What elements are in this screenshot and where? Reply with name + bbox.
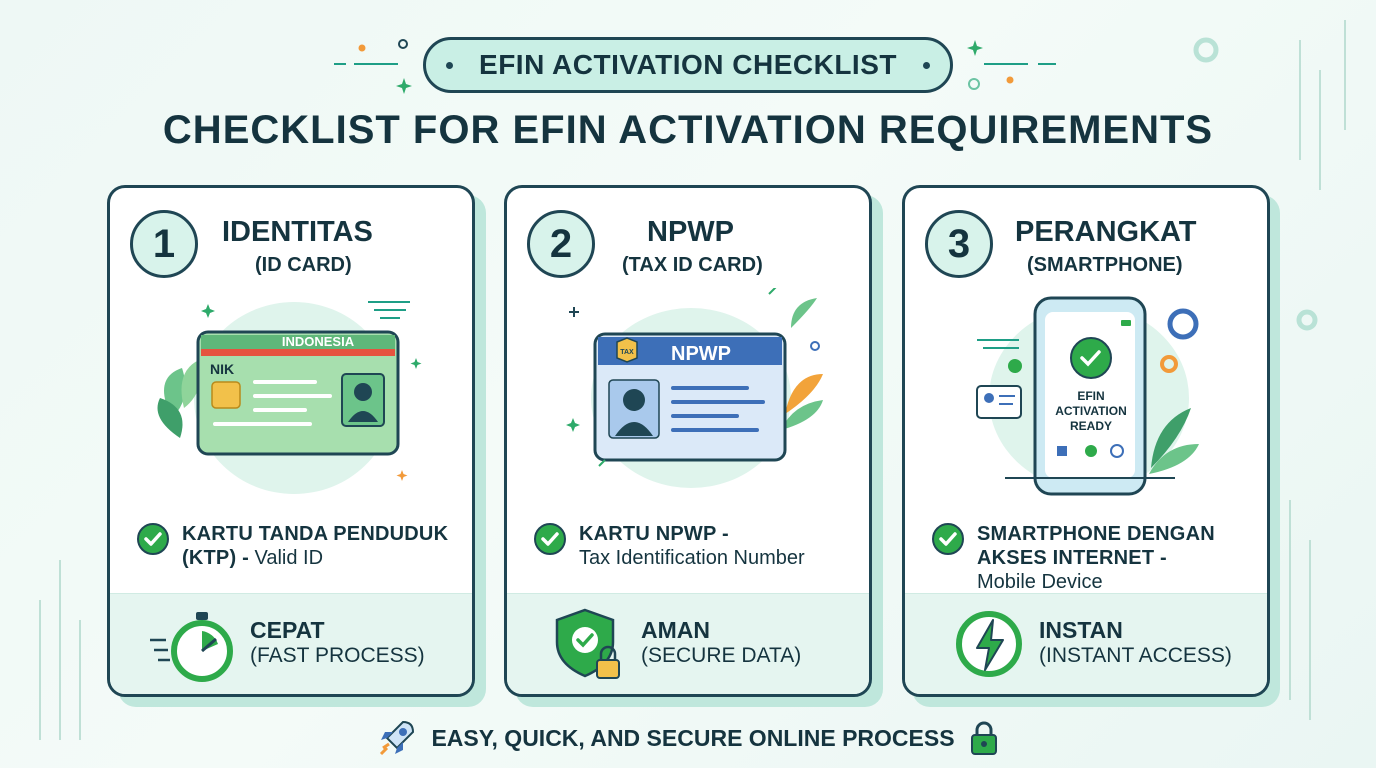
- card-subheading: (ID CARD): [255, 254, 352, 276]
- stopwatch-icon: [150, 612, 233, 682]
- footer-tagline: EASY, QUICK, AND SECURE ONLINE PROCESS: [0, 720, 1376, 756]
- requirement-card-npwp: 2 NPWP (TAX ID CARD) TAX NPWP KARTU NPWP…: [504, 185, 872, 697]
- benefit-title: AMAN: [641, 617, 710, 643]
- benefit-title: INSTAN: [1039, 617, 1123, 643]
- benefit-panel: AMAN (SECURE DATA): [507, 593, 869, 694]
- check-text: Valid ID: [254, 547, 324, 569]
- shield-lock-icon: [555, 608, 620, 679]
- benefit-panel: CEPAT (FAST PROCESS): [110, 593, 472, 694]
- requirement-check: SMARTPHONE DENGAN AKSES INTERNET - Mobil…: [931, 518, 1251, 598]
- badge-dot-right: [923, 62, 930, 69]
- step-number: 3: [925, 210, 993, 278]
- benefit-subtitle: (INSTANT ACCESS): [1039, 644, 1232, 667]
- id-card-illustration: INDONESIA NIK: [157, 301, 422, 494]
- tax-card-illustration: TAX NPWP: [566, 288, 823, 488]
- page-title: CHECKLIST FOR EFIN ACTIVATION REQUIREMEN…: [162, 108, 1214, 152]
- id-card-country: INDONESIA: [282, 334, 355, 349]
- check-bold-text: KARTU TANDA PENDUDUK: [182, 523, 449, 545]
- card-subheading: (SMARTPHONE): [1027, 254, 1183, 276]
- rocket-icon: [380, 720, 415, 756]
- gear-icon: [1167, 308, 1199, 340]
- badge-dot-left: [446, 62, 453, 69]
- step-number: 1: [130, 210, 198, 278]
- requirement-check: KARTU TANDA PENDUDUK (KTP) - Valid ID: [136, 518, 456, 598]
- check-icon: [932, 523, 964, 555]
- check-text: Mobile Device: [977, 571, 1103, 593]
- id-card-field: NIK: [210, 361, 234, 377]
- requirement-check: KARTU NPWP - Tax Identification Number: [533, 518, 853, 598]
- check-bold-text: SMARTPHONE DENGAN: [977, 523, 1215, 545]
- requirement-card-identitas: 1 IDENTITAS (ID CARD) INDONESIA NIK KART…: [107, 185, 475, 697]
- requirement-card-perangkat: 3 PERANGKAT (SMARTPHONE) EFIN ACTIVATION…: [902, 185, 1270, 697]
- check-bold-text: KARTU NPWP -: [579, 523, 729, 545]
- header-badge: EFIN ACTIVATION CHECKLIST: [423, 37, 953, 93]
- card-subheading: (TAX ID CARD): [622, 254, 763, 276]
- step-number: 2: [527, 210, 595, 278]
- lightning-icon: [956, 611, 1022, 677]
- card-heading: NPWP: [647, 216, 734, 248]
- smartphone-illustration: EFIN ACTIVATION READY: [976, 296, 1199, 496]
- badge-label: EFIN ACTIVATION CHECKLIST: [479, 49, 897, 80]
- check-bold-text-2: AKSES INTERNET -: [977, 547, 1167, 569]
- check-icon: [534, 523, 566, 555]
- padlock-icon: [970, 721, 997, 755]
- phone-text-line-1: EFIN: [1077, 389, 1104, 403]
- benefit-title: CEPAT: [250, 617, 325, 643]
- benefit-panel: INSTAN (INSTANT ACCESS): [905, 593, 1267, 694]
- tax-card-label: NPWP: [671, 343, 731, 365]
- phone-text-line-3: READY: [1070, 419, 1112, 433]
- check-bold-text-2: (KTP) -: [182, 547, 249, 569]
- phone-text-line-2: ACTIVATION: [1055, 404, 1127, 418]
- benefit-subtitle: (FAST PROCESS): [250, 644, 425, 667]
- footer-text: EASY, QUICK, AND SECURE ONLINE PROCESS: [431, 724, 955, 751]
- tax-emblem-label: TAX: [620, 349, 634, 356]
- card-heading: IDENTITAS: [222, 216, 373, 248]
- benefit-subtitle: (SECURE DATA): [641, 644, 802, 667]
- check-icon: [137, 523, 169, 555]
- card-heading: PERANGKAT: [1015, 216, 1197, 248]
- check-text: Tax Identification Number: [579, 547, 805, 569]
